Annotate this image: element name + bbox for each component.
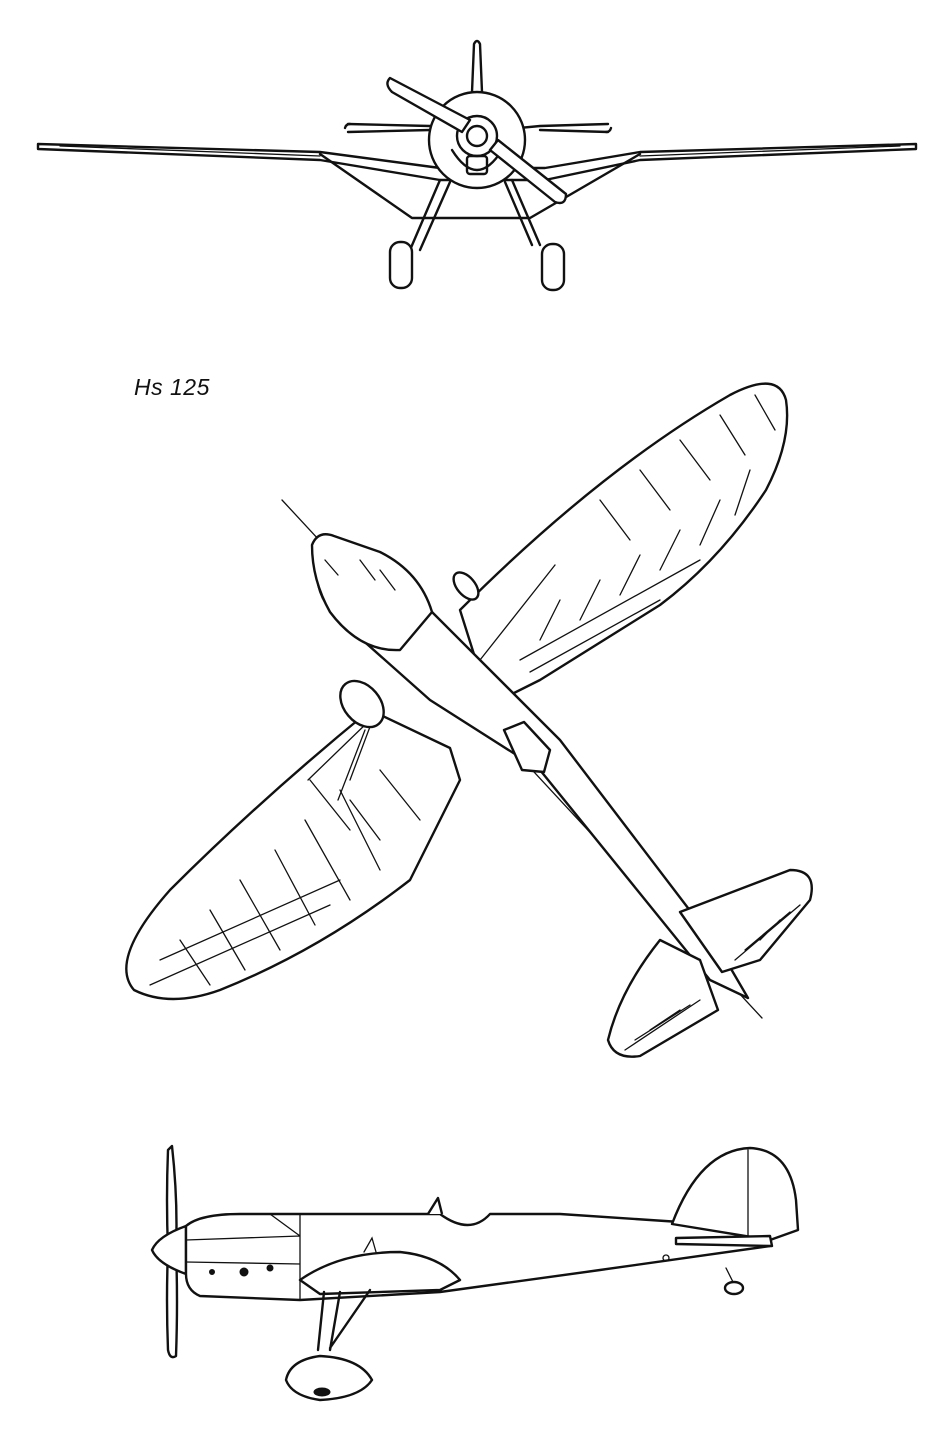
aircraft-designation-label: Hs 125 xyxy=(134,374,210,400)
front-propeller xyxy=(386,76,472,134)
front-view xyxy=(36,39,918,292)
plan-view xyxy=(125,382,813,1058)
front-gear-legs xyxy=(408,178,542,252)
plan-wheel-left xyxy=(339,679,385,729)
side-wing xyxy=(298,1250,462,1296)
front-fin xyxy=(470,39,484,94)
plan-tailplane-left xyxy=(606,938,720,1058)
side-main-gear xyxy=(316,1288,372,1352)
side-canopy-fairing xyxy=(426,1196,444,1215)
plan-cowling xyxy=(310,533,434,652)
plan-wheel-right xyxy=(452,571,480,601)
side-main-wheel xyxy=(284,1354,374,1402)
side-tailplane xyxy=(674,1234,774,1248)
plan-tailplane-right xyxy=(678,868,813,974)
side-fin xyxy=(670,1146,800,1242)
plan-wing-right xyxy=(458,382,789,707)
front-wing-fairing xyxy=(318,152,642,220)
side-view xyxy=(150,1144,800,1402)
front-wheel-right xyxy=(540,242,566,292)
front-wheel-left xyxy=(388,240,414,290)
plan-cockpit xyxy=(502,720,552,774)
plan-wing-left xyxy=(125,708,462,1001)
side-spinner xyxy=(150,1224,188,1276)
